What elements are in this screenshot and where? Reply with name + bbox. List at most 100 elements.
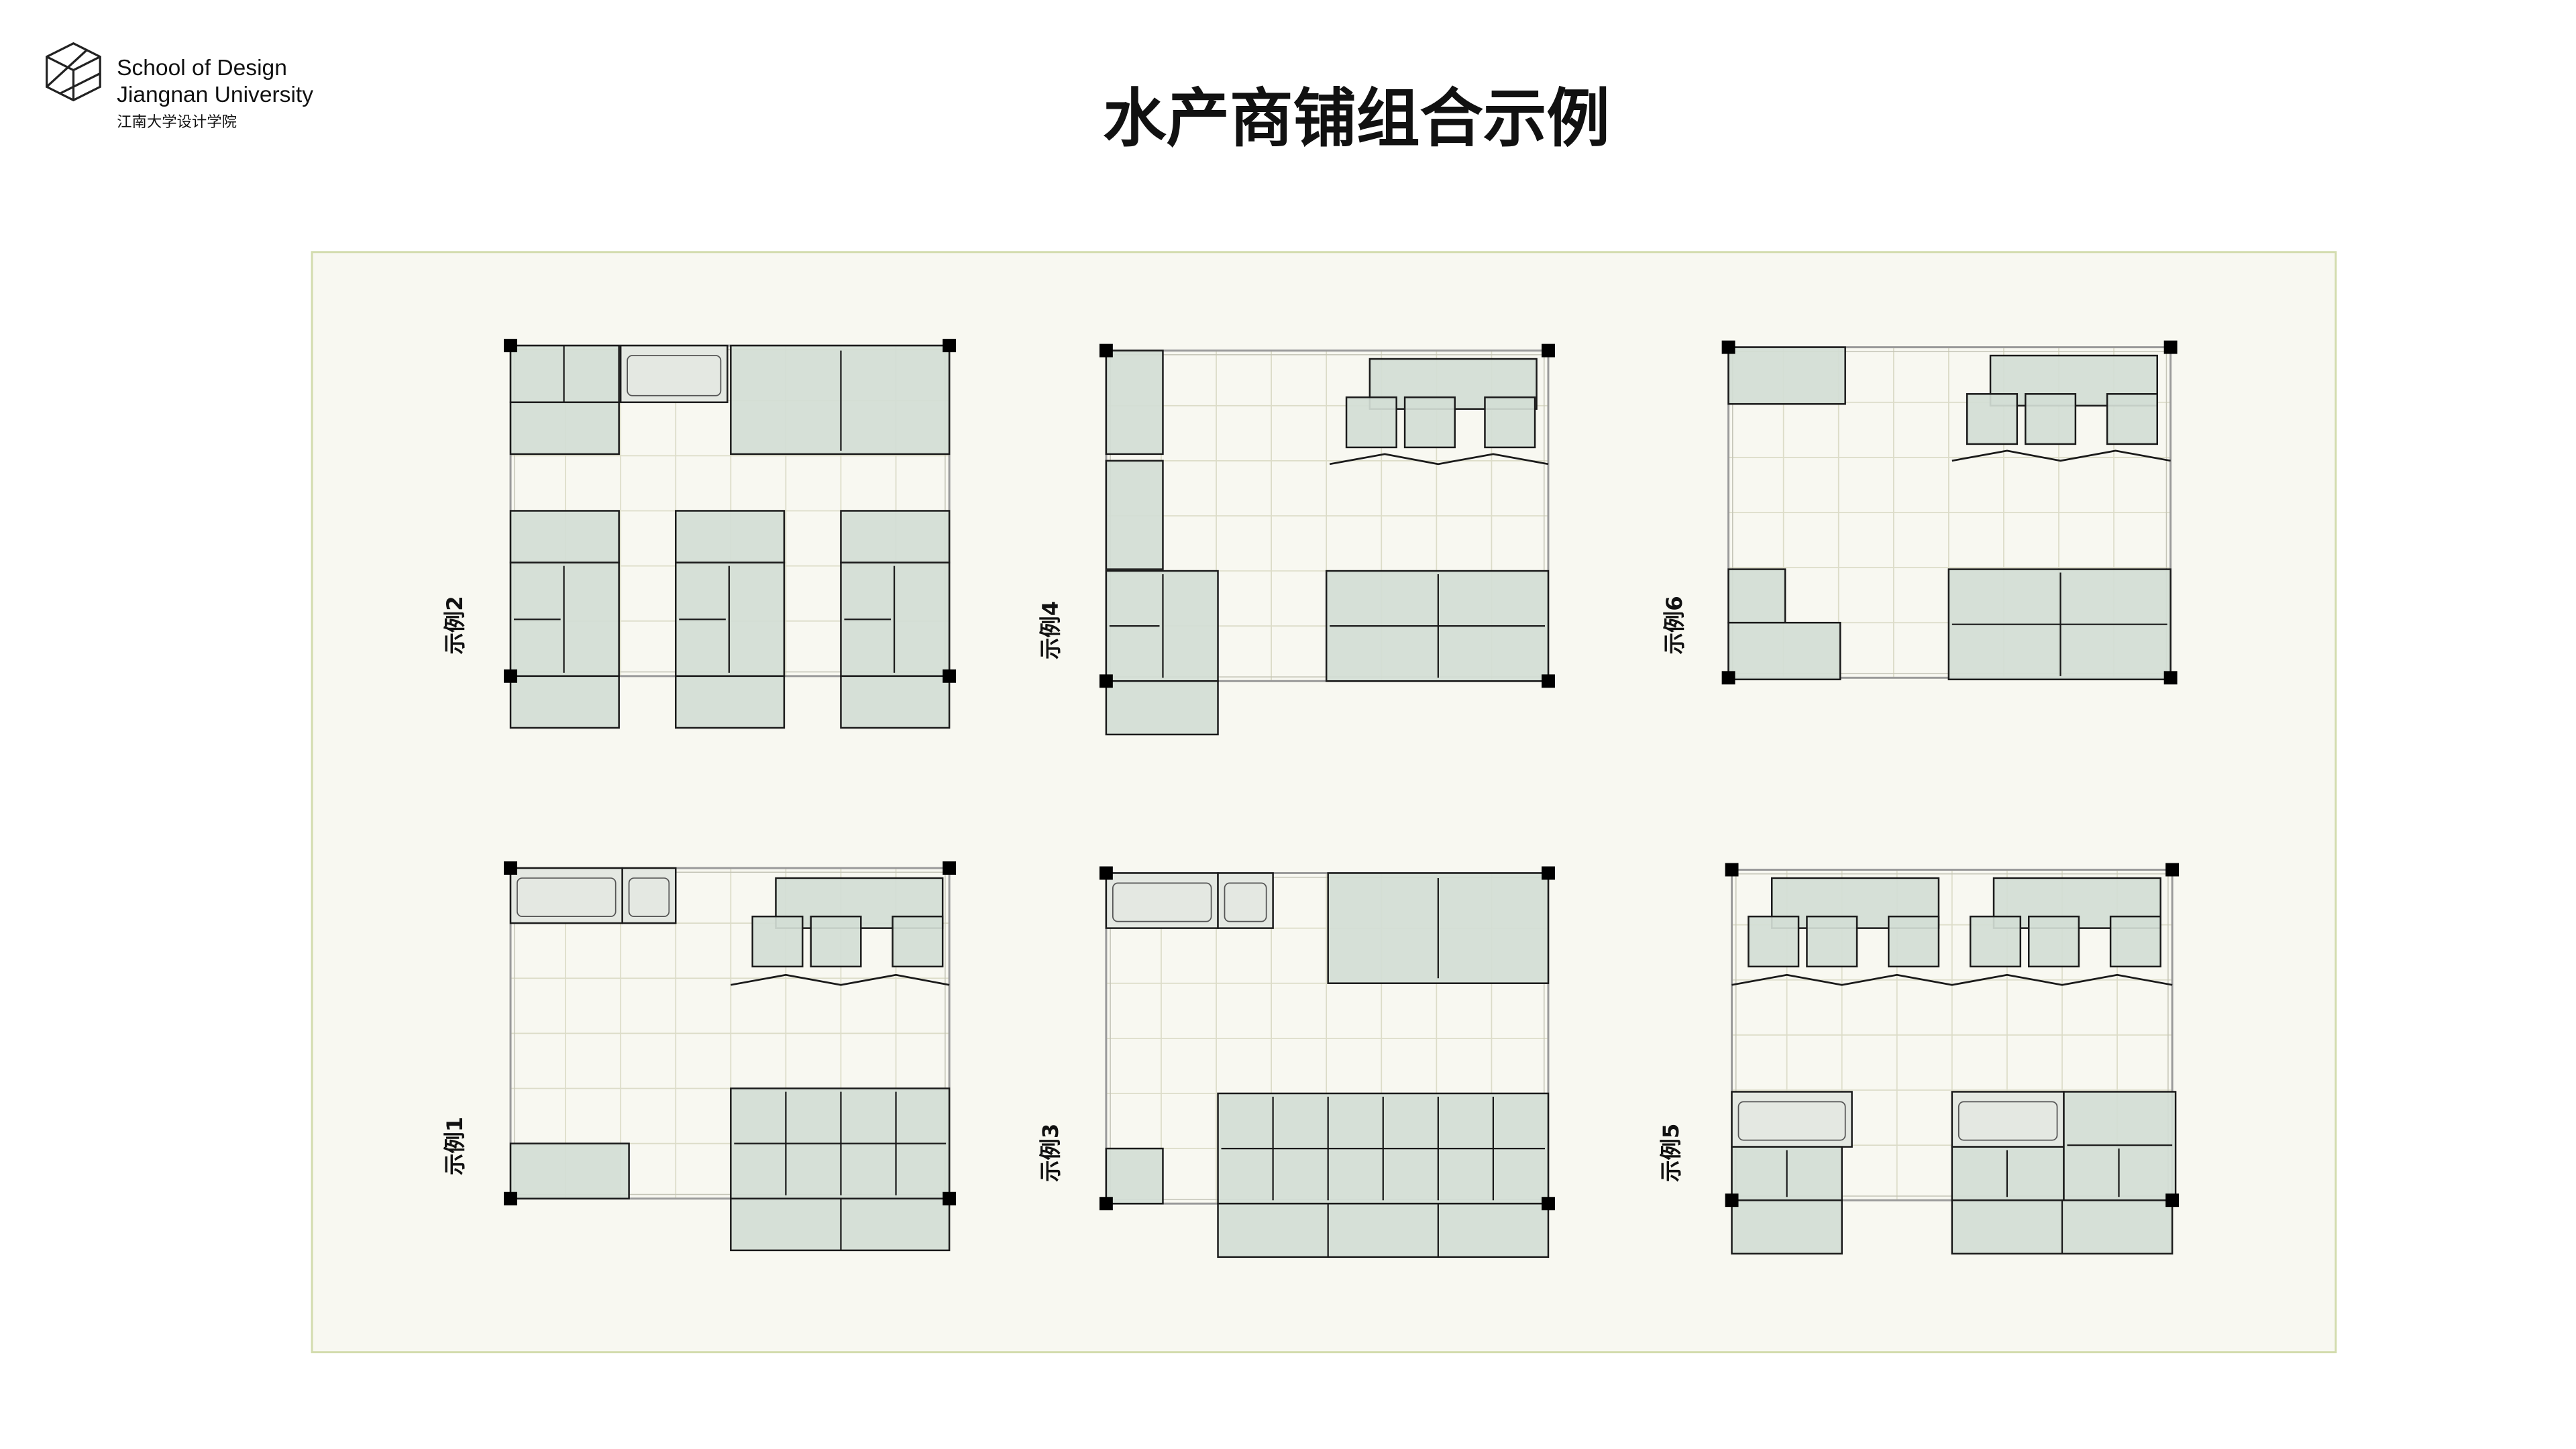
- sink-module: [509, 867, 623, 924]
- basin-icon: [1737, 1101, 1846, 1141]
- page-title: 水产商铺组合示例: [1103, 81, 1610, 156]
- display-module: [1105, 1147, 1164, 1205]
- counter-edge-line: [1731, 973, 2173, 986]
- column-marker: [943, 669, 957, 683]
- column-marker: [1725, 1193, 1739, 1208]
- display-module: [1888, 915, 1940, 968]
- column-marker: [2165, 863, 2180, 877]
- column-marker: [504, 861, 517, 875]
- display-module: [1951, 1146, 2065, 1201]
- display-module: [1345, 396, 1397, 449]
- sink-module: [1217, 872, 1274, 929]
- counter-edge-line: [1329, 453, 1549, 466]
- column-markers: [1721, 340, 2178, 685]
- display-module: [751, 915, 804, 968]
- display-module: [1727, 568, 1786, 624]
- example-1-label: 示例1: [442, 1117, 468, 1175]
- column-marker: [1099, 1197, 1113, 1211]
- column-markers: [1099, 343, 1555, 688]
- sink-module: [1731, 1091, 1853, 1148]
- basin-icon: [1112, 882, 1212, 922]
- column-markers: [504, 339, 957, 683]
- column-marker: [943, 1191, 957, 1205]
- column-marker: [1542, 1197, 1555, 1211]
- display-module: [2063, 1091, 2177, 1201]
- column-marker: [1725, 863, 1739, 877]
- column-marker: [1542, 866, 1555, 880]
- column-marker: [2163, 671, 2178, 685]
- display-module: [1727, 621, 1841, 681]
- example-3-label: 示例3: [1038, 1124, 1063, 1182]
- basin-icon: [627, 355, 722, 396]
- column-marker: [943, 861, 957, 875]
- display-module: [1105, 350, 1164, 455]
- example-4-label: 示例4: [1038, 601, 1063, 659]
- basin-icon: [1224, 882, 1267, 922]
- display-module: [1969, 915, 2022, 968]
- logo-university-name: Jiangnan University: [117, 83, 313, 107]
- display-module: [1484, 396, 1536, 449]
- column-marker: [1542, 674, 1555, 688]
- column-markers: [1725, 863, 2180, 1208]
- sink-module: [621, 867, 677, 924]
- display-module: [509, 675, 620, 729]
- cube-logo-icon: [46, 42, 101, 102]
- display-module: [1806, 915, 1858, 968]
- display-module: [509, 344, 620, 403]
- column-marker: [1099, 674, 1113, 688]
- display-module: [730, 344, 951, 455]
- display-module: [509, 510, 620, 564]
- counter-edge-line: [731, 973, 950, 986]
- example-5-plan: [1725, 863, 2180, 1255]
- counter-edge-line: [1951, 449, 2171, 462]
- sink-module: [1951, 1091, 2065, 1148]
- example-5-label: 示例5: [1658, 1124, 1684, 1182]
- column-marker: [1721, 340, 1735, 354]
- column-markers: [504, 861, 957, 1205]
- column-marker: [2165, 1193, 2180, 1208]
- display-module: [2109, 915, 2161, 968]
- sink-module: [1105, 872, 1219, 929]
- display-module: [1731, 1199, 1843, 1255]
- column-marker: [1542, 343, 1555, 358]
- basin-icon: [1957, 1101, 2058, 1141]
- column-markers: [1099, 866, 1555, 1211]
- display-module: [1105, 460, 1164, 570]
- display-module: [509, 1142, 630, 1199]
- display-module: [1105, 680, 1219, 736]
- display-module: [730, 1197, 951, 1252]
- column-marker: [504, 339, 517, 353]
- column-marker: [2163, 340, 2178, 354]
- basin-icon: [628, 877, 670, 918]
- display-module: [1727, 346, 1846, 405]
- column-marker: [1099, 866, 1113, 880]
- display-module: [892, 915, 944, 968]
- school-logo: School of Design Jiangnan University 江南大…: [46, 42, 313, 131]
- column-marker: [504, 669, 517, 683]
- display-module: [509, 401, 620, 455]
- example-6-label: 示例6: [1662, 596, 1687, 654]
- display-module: [840, 510, 951, 564]
- example-2-label: 示例2: [442, 596, 468, 654]
- display-module: [675, 510, 786, 564]
- example-4-plan: [1099, 343, 1555, 736]
- column-marker: [504, 1191, 517, 1205]
- column-marker: [1721, 671, 1735, 685]
- display-module: [1966, 393, 2019, 445]
- example-1-plan: [504, 861, 957, 1252]
- logo-school-name: School of Design: [117, 56, 287, 80]
- column-marker: [1099, 343, 1113, 358]
- display-module: [810, 915, 862, 968]
- display-module: [1403, 396, 1456, 449]
- logo-chinese-name: 江南大学设计学院: [117, 113, 237, 131]
- example-2-plan: [504, 339, 957, 729]
- display-module: [675, 675, 786, 729]
- example-6-plan: [1721, 340, 2178, 685]
- display-module: [2028, 915, 2080, 968]
- example-3-plan: [1099, 866, 1555, 1258]
- column-marker: [943, 339, 957, 353]
- display-module: [1217, 1202, 1550, 1258]
- display-module: [2025, 393, 2077, 445]
- sink-module: [619, 344, 729, 403]
